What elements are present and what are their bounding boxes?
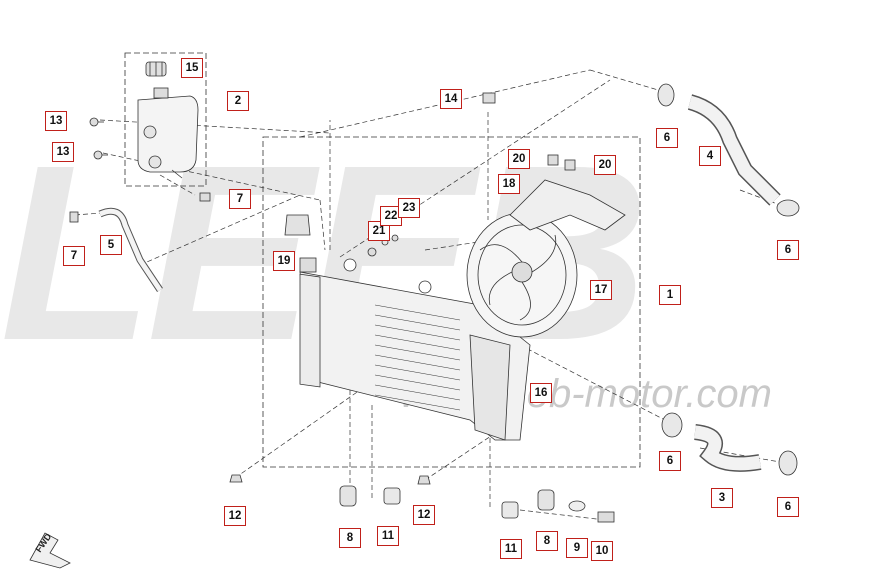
callout-7: 7	[229, 189, 251, 209]
callout-5: 5	[100, 235, 122, 255]
radiator-assembly-frame	[262, 136, 641, 468]
callout-18: 18	[498, 174, 520, 194]
reservoir-cap	[145, 61, 167, 77]
callout-16: 16	[530, 383, 552, 403]
callout-14: 14	[440, 89, 462, 109]
callout-11: 11	[500, 539, 522, 559]
callout-12: 12	[224, 506, 246, 526]
reservoir-tank	[137, 87, 199, 179]
callout-1: 1	[659, 285, 681, 305]
cooling-fan	[466, 212, 578, 338]
callout-15: 15	[181, 58, 203, 78]
callout-13: 13	[45, 111, 67, 131]
hose-clamp-6c	[661, 412, 683, 438]
collar-11a	[383, 487, 401, 505]
grommet-8b	[537, 489, 555, 511]
forward-arrow-icon	[29, 532, 71, 569]
fan-shroud-bracket	[509, 179, 626, 231]
callout-6: 6	[656, 128, 678, 148]
collar-11b	[501, 501, 519, 519]
radiator-fins	[374, 304, 461, 411]
callout-21: 21	[368, 221, 390, 241]
callout-6: 6	[777, 240, 799, 260]
callout-9: 9	[566, 538, 588, 558]
nut-23	[391, 234, 399, 242]
callout-8: 8	[536, 531, 558, 551]
callout-2: 2	[227, 91, 249, 111]
callout-4: 4	[699, 146, 721, 166]
hose-clip	[69, 211, 79, 223]
callout-13: 13	[52, 142, 74, 162]
radiator	[299, 258, 531, 441]
reservoir-frame	[124, 52, 207, 187]
bolt-7	[199, 192, 211, 202]
bolt-13b	[93, 150, 108, 160]
callout-20: 20	[594, 155, 616, 175]
bolt-21	[367, 247, 377, 257]
callout-6: 6	[659, 451, 681, 471]
radiator-cap	[284, 214, 317, 273]
callout-6: 6	[777, 497, 799, 517]
callout-17: 17	[590, 280, 612, 300]
callout-10: 10	[591, 541, 613, 561]
callout-12: 12	[413, 505, 435, 525]
connector-14	[482, 92, 496, 104]
callout-19: 19	[273, 251, 295, 271]
bolt-12b	[417, 475, 431, 485]
bolt-10	[597, 511, 615, 523]
clip-20a	[547, 154, 559, 166]
callout-11: 11	[377, 526, 399, 546]
clip-20b	[564, 159, 576, 171]
hose-clamp-6a	[657, 83, 675, 107]
bolt-12a	[229, 474, 243, 483]
callout-7: 7	[63, 246, 85, 266]
callout-8: 8	[339, 528, 361, 548]
bolt-13a	[89, 117, 104, 127]
callout-3: 3	[711, 488, 733, 508]
callout-20: 20	[508, 149, 530, 169]
grommet-8a	[339, 485, 357, 507]
hose-clamp-6d	[778, 450, 798, 476]
callout-23: 23	[398, 198, 420, 218]
hose-clamp-6b	[776, 199, 800, 217]
washer-9	[568, 500, 586, 512]
